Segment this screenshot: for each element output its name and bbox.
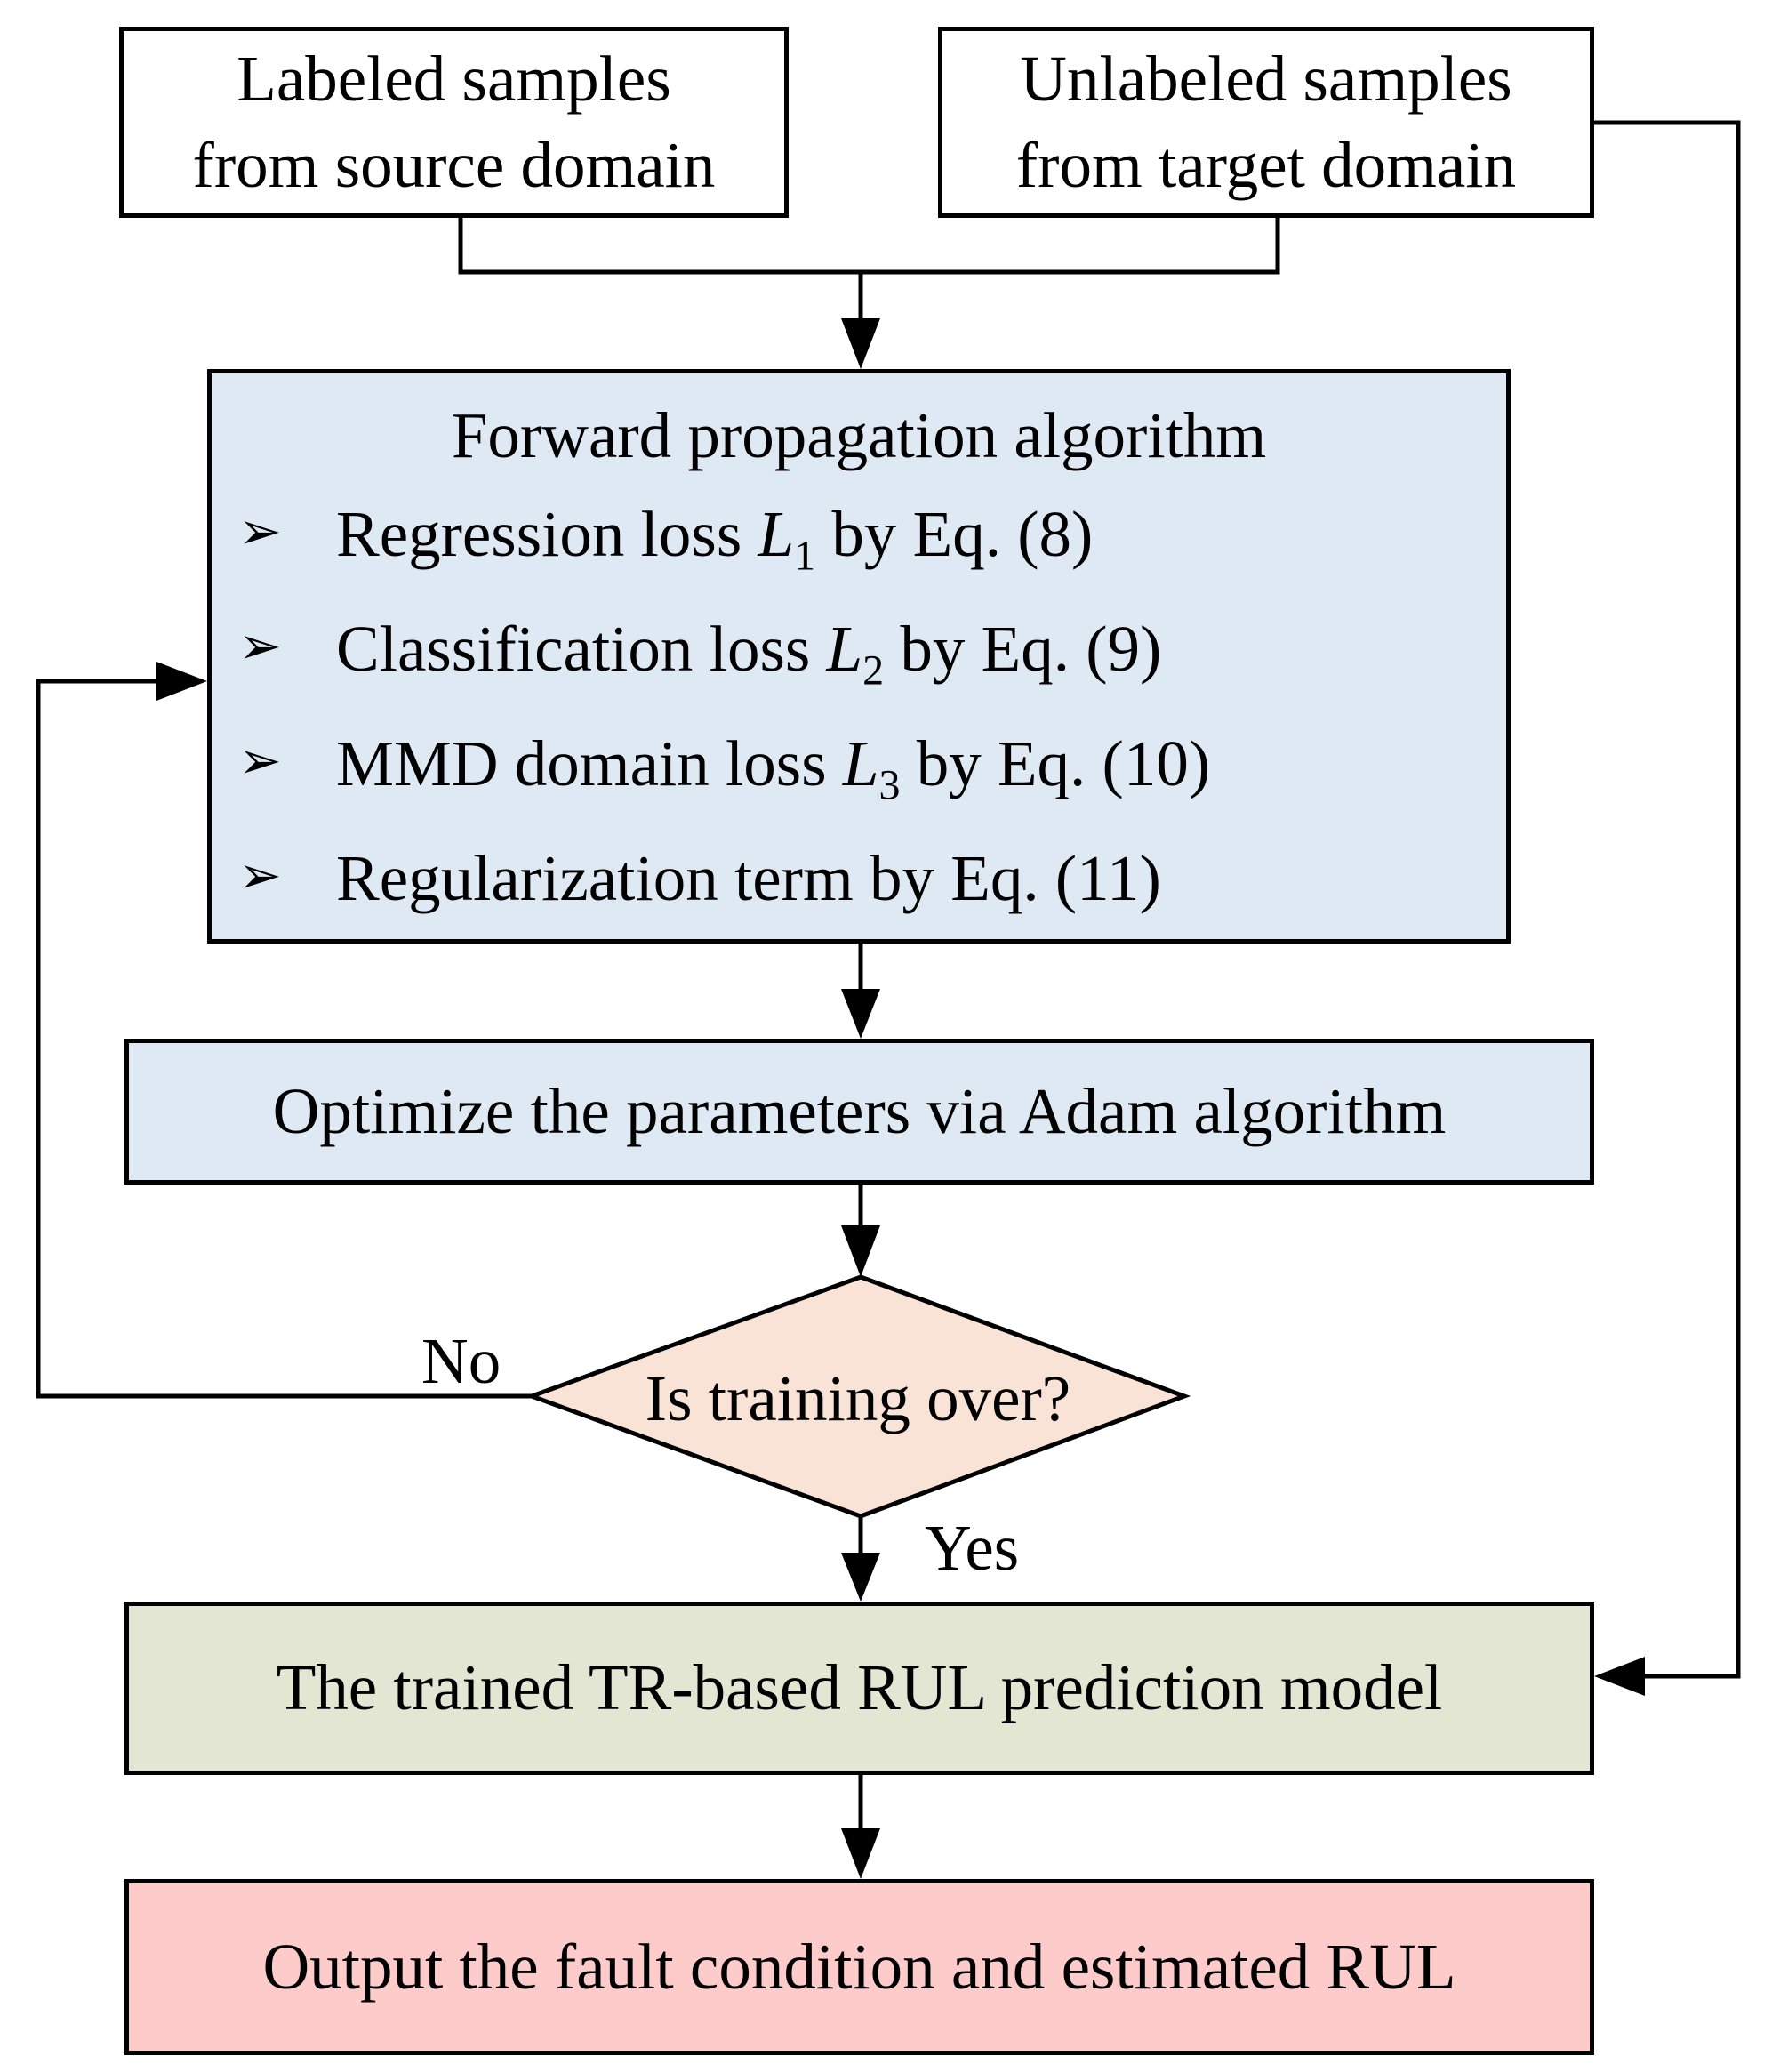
target-domain-box: Unlabeled samples from target domain [938, 27, 1594, 218]
connector-target-to-model [1594, 120, 1741, 1679]
loss-item-post: by Eq. (9) [884, 613, 1162, 685]
loss-item-sub: 3 [878, 761, 901, 809]
loss-item-pre: Classification loss [336, 613, 827, 685]
target-box-line2: from target domain [1015, 128, 1517, 201]
loss-item-mmd: ➢ MMD domain loss L3 by Eq. (10) [212, 725, 1506, 839]
loss-item-post: by Eq. (10) [900, 727, 1211, 799]
arrowhead-target-to-model [1594, 1657, 1645, 1696]
output-box: Output the fault condition and estimated… [124, 1879, 1594, 2055]
loss-item-classification: ➢ Classification loss L2 by Eq. (9) [212, 610, 1506, 725]
loss-item-var: L [842, 727, 879, 799]
loss-item-var: L [758, 498, 795, 570]
source-box-line1: Labeled samples [237, 43, 671, 116]
arrowhead-to-model [841, 1553, 880, 1602]
loss-item-pre: Regularization term by Eq. (11) [336, 842, 1161, 914]
arrow-bullet-icon: ➢ [238, 845, 282, 905]
arrowhead-to-forward [841, 318, 880, 369]
connector-target-to-merge [861, 218, 1280, 275]
loss-item-sub: 2 [862, 646, 885, 695]
arrow-bullet-icon: ➢ [238, 615, 282, 676]
decision-label: Is training over? [645, 1362, 1071, 1434]
arrowhead-to-output [841, 1828, 880, 1879]
loss-item-regression: ➢ Regression loss L1 by Eq. (8) [212, 495, 1506, 610]
loss-item-text: Regression loss L1 by Eq. (8) [336, 495, 1093, 582]
target-box-line1: Unlabeled samples [1020, 43, 1512, 116]
arrow-bullet-icon: ➢ [238, 501, 282, 561]
decision-diamond [525, 1274, 1191, 1519]
optimize-box: Optimize the parameters via Adam algorit… [124, 1039, 1594, 1185]
arrowhead-to-decision [841, 1225, 880, 1277]
arrowhead-to-optimize [841, 989, 880, 1039]
arrowhead-no-to-forward [156, 662, 207, 701]
optimize-label: Optimize the parameters via Adam algorit… [272, 1074, 1447, 1147]
connector-source-to-merge [458, 218, 861, 275]
trained-model-box: The trained TR-based RUL prediction mode… [124, 1602, 1594, 1775]
model-label: The trained TR-based RUL prediction mode… [276, 1651, 1443, 1724]
forward-box-title: Forward propagation algorithm [451, 399, 1267, 471]
loss-item-text: Classification loss L2 by Eq. (9) [336, 610, 1161, 696]
loss-list: ➢ Regression loss L1 by Eq. (8) ➢ Classi… [212, 495, 1506, 954]
no-label: No [421, 1325, 501, 1397]
loss-item-sub: 1 [794, 532, 816, 580]
forward-propagation-box: Forward propagation algorithm ➢ Regressi… [207, 369, 1511, 944]
loss-item-pre: Regression loss [336, 498, 758, 570]
source-domain-box: Labeled samples from source domain [119, 27, 789, 218]
loss-item-var: L [826, 613, 863, 685]
loss-item-pre: MMD domain loss [336, 727, 843, 799]
yes-label: Yes [925, 1512, 1020, 1584]
source-box-line2: from source domain [192, 128, 716, 201]
loss-item-post: by Eq. (8) [815, 498, 1094, 570]
loss-item-text: Regularization term by Eq. (11) [336, 839, 1161, 918]
arrow-bullet-icon: ➢ [238, 730, 282, 791]
output-label: Output the fault condition and estimated… [262, 1930, 1456, 2003]
connector-no-loop [36, 679, 532, 1399]
loss-item-text: MMD domain loss L3 by Eq. (10) [336, 725, 1210, 811]
loss-item-regularization: ➢ Regularization term by Eq. (11) [212, 839, 1506, 954]
